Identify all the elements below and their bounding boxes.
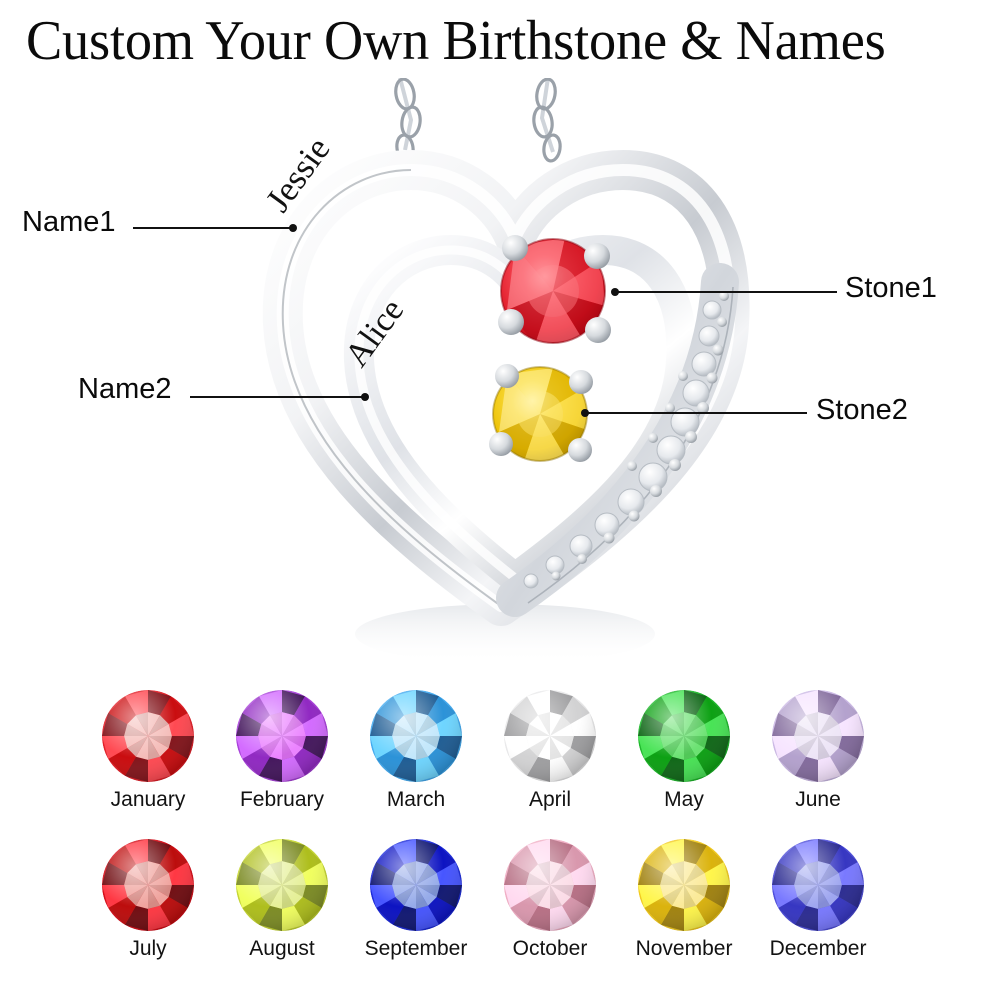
gem-swatch[interactable] [234,837,330,933]
prong [489,432,513,456]
necklace-chain [398,77,555,153]
leader-dot [581,409,589,417]
birthstone-month-label: May [664,788,704,811]
outer-heart-contour [281,169,502,607]
leader-line-name1 [133,224,297,232]
prong [569,370,593,394]
set-stone-2 [489,364,593,462]
birthstone-option-november[interactable]: November [614,837,754,961]
birthstone-month-label: June [795,788,841,811]
leader-dot [289,224,297,232]
leader-line-stone2 [581,409,807,417]
gem-swatch[interactable] [502,837,598,933]
birthstone-option-december[interactable]: December [748,837,888,961]
birthstone-option-august[interactable]: August [212,837,352,961]
pendant-reflection [355,604,655,664]
callout-label-stone2: Stone2 [816,394,908,426]
birthstone-option-march[interactable]: March [346,688,486,812]
gem-swatch[interactable] [770,837,866,933]
gem-swatch[interactable] [100,688,196,784]
birthstone-option-january[interactable]: January [78,688,218,812]
prong [568,438,592,462]
leader-dot [611,288,619,296]
callout-label-name2: Name2 [78,373,172,405]
birthstone-month-label: November [635,937,733,960]
birthstone-month-label: January [110,788,186,811]
birthstone-month-label: December [769,937,867,960]
prong [585,317,611,343]
pendant-svg [262,77,750,664]
birthstone-month-label: March [386,788,446,811]
prong [584,243,610,269]
gem-swatch[interactable] [636,688,732,784]
birthstone-option-june[interactable]: June [748,688,888,812]
prong [502,235,528,261]
birthstone-option-september[interactable]: September [346,837,486,961]
leader-dot [361,393,369,401]
birthstone-option-february[interactable]: February [212,688,352,812]
prong [495,364,519,388]
callout-label-stone1: Stone1 [845,272,937,304]
necklace-pendant-illustration [215,77,785,668]
birthstone-month-label: February [239,788,325,811]
birthstone-month-label: August [249,937,315,960]
birthstone-month-label: April [528,788,571,811]
gem-swatch[interactable] [770,688,866,784]
prong [498,309,524,335]
gem-swatch[interactable] [502,688,598,784]
gem-swatch[interactable] [100,837,196,933]
birthstone-month-label: October [512,937,588,960]
pave-diamonds [523,300,722,589]
set-stone-1 [498,235,611,344]
birthstone-option-may[interactable]: May [614,688,754,812]
birthstone-month-label: September [364,937,468,960]
gem-swatch[interactable] [636,837,732,933]
leader-line-stone1 [611,288,837,296]
inner-heart-highlight [354,245,530,582]
callout-label-name1: Name1 [22,206,116,238]
chain-links [394,77,562,163]
gem-swatch[interactable] [368,688,464,784]
gem-swatch[interactable] [234,688,330,784]
birthstone-option-october[interactable]: October [480,837,620,961]
birthstone-month-label: July [129,937,167,960]
pave-beads [551,291,729,581]
page-title: Custom Your Own Birthstone & Names [26,10,886,72]
birthstone-option-april[interactable]: April [480,688,620,812]
birthstone-option-july[interactable]: July [78,837,218,961]
gem-swatch[interactable] [368,837,464,933]
leader-line-name2 [190,393,369,401]
